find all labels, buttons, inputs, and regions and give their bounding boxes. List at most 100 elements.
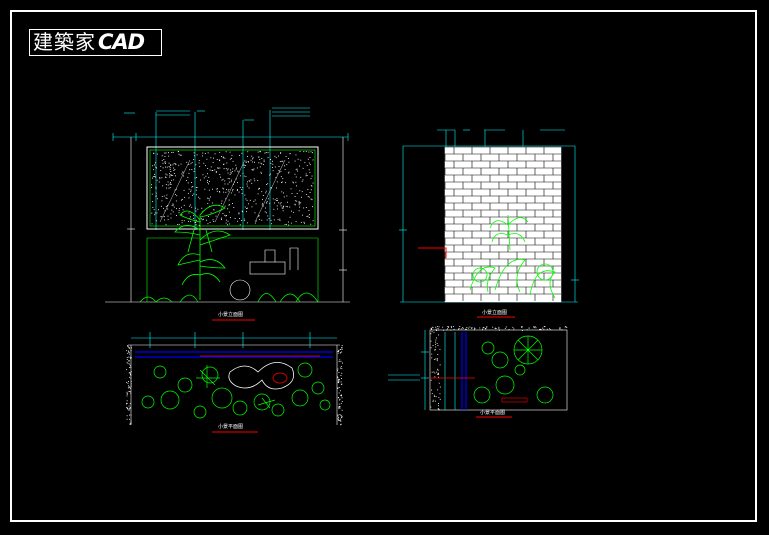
glass-speckle: [230, 171, 232, 173]
glass-speckle: [195, 207, 196, 209]
glass-speckle: [285, 182, 287, 184]
glass-speckle: [171, 179, 173, 181]
glass-speckle: [196, 194, 197, 196]
glass-speckle: [262, 203, 263, 205]
glass-speckle: [302, 179, 304, 181]
glass-speckle: [167, 181, 169, 183]
glass-speckle: [189, 216, 191, 218]
glass-speckle: [221, 156, 222, 157]
glass-speckle: [161, 200, 163, 202]
glass-speckle: [246, 222, 248, 224]
glass-speckle: [225, 191, 227, 193]
glass-speckle: [167, 205, 168, 206]
glass-speckle: [195, 224, 197, 226]
glass-speckle: [160, 165, 162, 167]
glass-speckle: [174, 169, 176, 170]
glass-speckle: [299, 165, 300, 167]
glass-speckle: [312, 182, 314, 184]
glass-speckle: [280, 152, 281, 154]
glass-speckle: [285, 206, 287, 207]
glass-speckle: [172, 164, 174, 166]
glass-speckle: [310, 178, 312, 180]
glass-speckle: [155, 162, 156, 164]
glass-speckle: [288, 224, 290, 226]
glass-speckle: [168, 152, 169, 154]
glass-speckle: [291, 210, 292, 212]
glass-speckle: [188, 164, 190, 165]
glass-speckle: [285, 156, 287, 157]
glass-speckle: [284, 169, 286, 170]
glass-speckle: [261, 163, 263, 165]
glass-speckle: [199, 166, 201, 168]
glass-speckle: [259, 166, 261, 168]
glass-speckle: [302, 167, 304, 169]
glass-speckle: [253, 200, 255, 202]
glass-speckle: [289, 216, 291, 218]
glass-speckle: [223, 188, 225, 190]
glass-speckle: [245, 160, 247, 162]
glass-speckle: [178, 223, 180, 225]
glass-speckle: [178, 212, 180, 214]
glass-speckle: [263, 160, 265, 162]
glass-speckle: [208, 198, 210, 199]
glass-speckle: [270, 162, 272, 164]
glass-speckle: [228, 181, 230, 183]
glass-speckle: [225, 219, 227, 221]
glass-speckle: [176, 195, 178, 197]
glass-speckle: [309, 164, 311, 166]
glass-speckle: [204, 153, 206, 154]
glass-speckle: [245, 198, 247, 200]
glass-speckle: [222, 157, 224, 159]
glass-speckle: [207, 203, 209, 204]
glass-speckle: [221, 200, 223, 202]
glass-speckle: [288, 161, 290, 163]
glass-speckle: [286, 223, 287, 225]
logo: 建築家 CAD: [29, 29, 162, 56]
glass-speckle: [312, 206, 313, 208]
glass-speckle: [209, 221, 211, 223]
plan-dimensions: [131, 332, 337, 348]
glass-speckle: [155, 176, 156, 178]
glass-speckle: [221, 179, 223, 181]
glass-speckle: [300, 159, 302, 161]
glass-speckle: [263, 164, 264, 165]
glass-speckle: [219, 160, 220, 162]
glass-speckle: [240, 175, 242, 177]
glass-speckle: [162, 185, 164, 187]
glass-speckle: [265, 207, 266, 209]
glass-speckle: [210, 196, 211, 198]
glass-speckle: [226, 215, 227, 216]
glass-speckle: [155, 166, 157, 168]
glass-speckle: [231, 154, 233, 156]
glass-speckle: [302, 214, 303, 216]
glass-speckle: [283, 206, 284, 208]
glass-speckle: [193, 214, 195, 216]
glass-speckle: [164, 219, 165, 221]
glass-speckle: [167, 208, 169, 210]
glass-speckle: [208, 199, 210, 201]
glass-speckle: [260, 162, 262, 164]
glass-speckle: [301, 191, 303, 193]
glass-speckle: [274, 199, 276, 201]
glass-panel-frame: [146, 146, 319, 230]
glass-speckle: [273, 219, 275, 221]
glass-speckle: [234, 170, 236, 172]
glass-speckle: [261, 158, 263, 159]
glass-speckle: [155, 186, 157, 188]
glass-speckle: [163, 207, 164, 209]
glass-speckle: [296, 185, 297, 187]
glass-speckle: [266, 200, 268, 202]
glass-speckle: [207, 173, 208, 175]
glass-speckle: [181, 206, 182, 208]
glass-speckle: [168, 162, 170, 164]
glass-speckle: [212, 162, 214, 163]
logo-cad-text: CAD: [98, 30, 145, 54]
glass-speckle: [270, 219, 272, 221]
glass-speckle: [293, 211, 295, 213]
glass-speckle: [294, 200, 296, 202]
glass-speckle: [307, 158, 309, 160]
glass-speckle: [308, 169, 310, 171]
glass-speckle: [167, 219, 169, 221]
glass-speckle: [159, 178, 161, 180]
glass-speckle: [234, 194, 236, 196]
